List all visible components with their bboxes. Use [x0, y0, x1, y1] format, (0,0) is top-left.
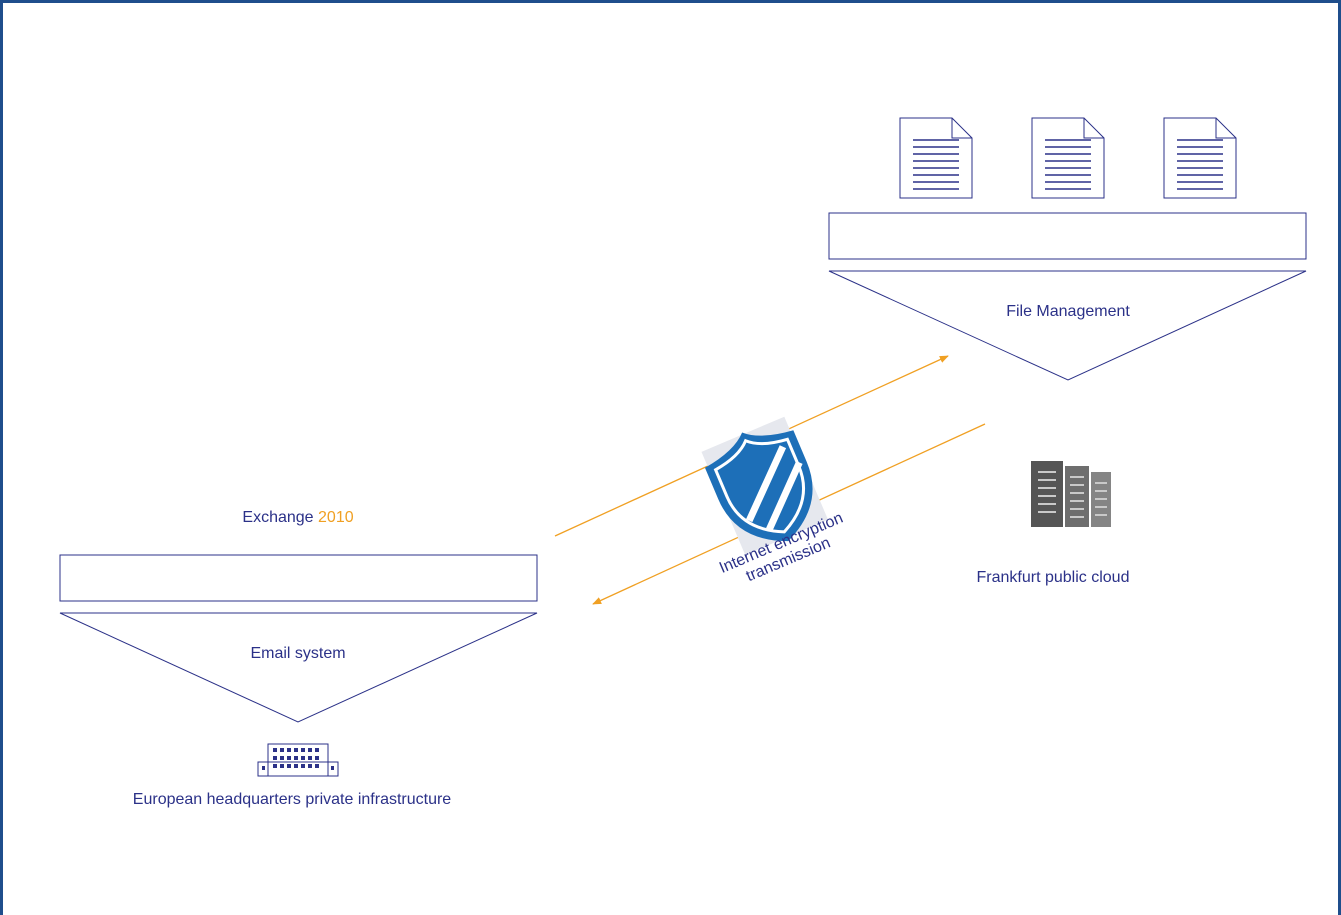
shield-icon [701, 416, 829, 555]
cloud-label: Frankfurt public cloud [976, 569, 1130, 586]
file-management-bar [828, 212, 1307, 260]
document-icon [899, 117, 973, 199]
document-icon [1031, 117, 1105, 199]
exchange-version: 2010 [318, 509, 354, 526]
email-system-bar [59, 554, 538, 602]
hq-label: European headquarters private infrastruc… [132, 791, 452, 808]
exchange-label: Exchange 2010 [242, 509, 353, 527]
server-rack-icon [1031, 461, 1111, 527]
file-management-label: File Management [1006, 303, 1130, 320]
email-system-label: Email system [250, 645, 346, 662]
exchange-name: Exchange [242, 509, 314, 526]
document-icon [1163, 117, 1237, 199]
email-system-funnel [59, 612, 538, 723]
office-building-icon [257, 743, 339, 777]
file-management-funnel [828, 270, 1307, 381]
